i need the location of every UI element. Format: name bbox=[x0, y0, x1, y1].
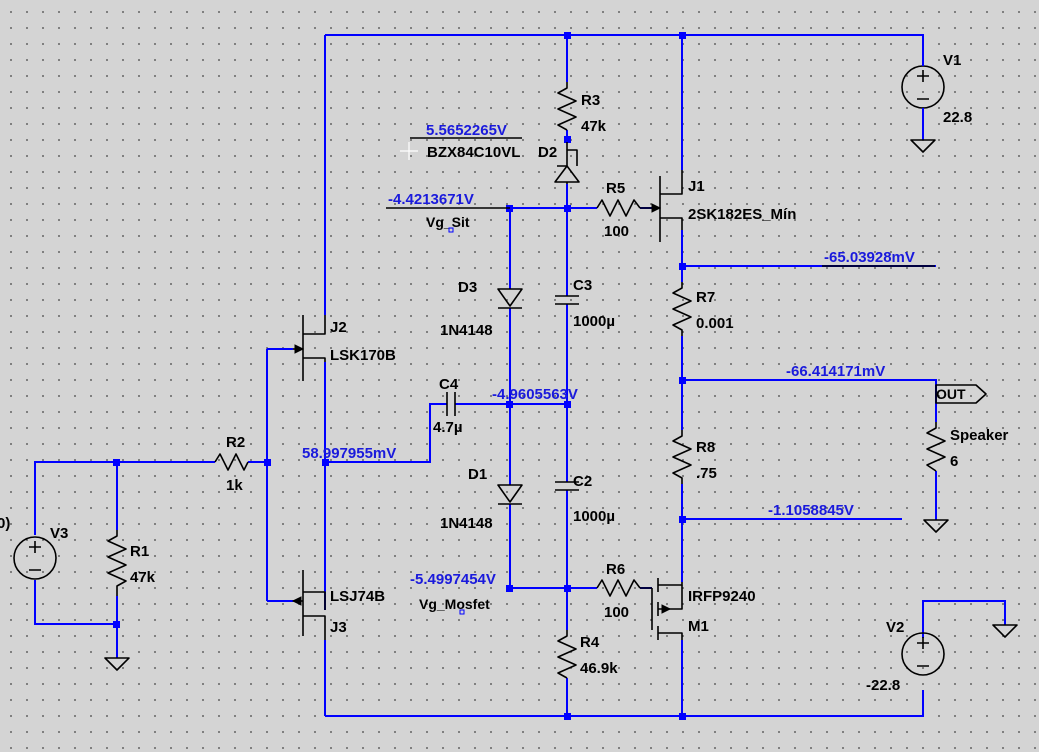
r3-resistor[interactable]: R3 47k bbox=[557, 82, 607, 135]
junction-dots bbox=[113, 32, 686, 720]
r3-value: 47k bbox=[581, 118, 607, 135]
c4-value: 4.7µ bbox=[433, 419, 463, 436]
v2-name: V2 bbox=[886, 619, 904, 636]
out-node-voltage: -66.414171mV bbox=[786, 363, 885, 380]
v3-source[interactable]: V3 0) bbox=[0, 515, 68, 580]
d3-value: 1N4148 bbox=[440, 322, 493, 339]
c2-value: 1000µ bbox=[573, 508, 615, 525]
r6-resistor[interactable]: R6 100 bbox=[596, 561, 641, 621]
out-port[interactable]: OUT bbox=[935, 384, 987, 404]
r7-value: 0.001 bbox=[696, 315, 734, 332]
c3-capacitor[interactable]: C3 1000µ bbox=[555, 277, 615, 330]
j3-value: LSJ74B bbox=[330, 588, 385, 605]
j1-source-voltage: -65.03928mV bbox=[824, 249, 915, 266]
r7-resistor[interactable]: R7 0.001 bbox=[672, 282, 734, 336]
v2-source[interactable]: V2 -22.8 bbox=[866, 619, 945, 694]
m1-name: M1 bbox=[688, 618, 709, 635]
r4-resistor[interactable]: R4 46.9k bbox=[557, 630, 618, 679]
r5-resistor[interactable]: R5 100 bbox=[596, 180, 641, 240]
voltage-readouts: 5.5652265V -4.4213671V -65.03928mV -66.4… bbox=[302, 122, 935, 588]
vg-mosfet-label: Vg_Mosfet bbox=[419, 596, 490, 615]
r3-name: R3 bbox=[581, 92, 600, 109]
r2-resistor[interactable]: R2 1k bbox=[214, 434, 249, 494]
v2-value: -22.8 bbox=[866, 677, 900, 694]
d2-value: BZX84C10VL bbox=[427, 144, 520, 161]
m1-value: IRFP9240 bbox=[688, 588, 756, 605]
r7-name: R7 bbox=[696, 289, 715, 306]
c2-name: C2 bbox=[573, 473, 592, 490]
vg-sit-voltage: -4.4213671V bbox=[388, 191, 474, 208]
j2-name: J2 bbox=[330, 319, 347, 336]
v1-value: 22.8 bbox=[943, 109, 972, 126]
r5-value: 100 bbox=[604, 223, 629, 240]
j1-jfet[interactable]: J1 2SK182ES_Mín bbox=[640, 170, 796, 242]
mid-node-voltage: -4.9605563V bbox=[492, 386, 578, 403]
d2-name: D2 bbox=[538, 144, 557, 161]
r2-name: R2 bbox=[226, 434, 245, 451]
speaker-value: 6 bbox=[950, 453, 958, 470]
r5-name: R5 bbox=[606, 180, 625, 197]
r6-name: R6 bbox=[606, 561, 625, 578]
vg-sit-label: Vg_Sit bbox=[426, 214, 470, 233]
v1-name: V1 bbox=[943, 52, 961, 69]
c4-name: C4 bbox=[439, 376, 459, 393]
d3-diode[interactable]: D3 1N4148 bbox=[440, 279, 523, 339]
r1-resistor[interactable]: R1 47k bbox=[107, 530, 156, 596]
r8-name: R8 bbox=[696, 439, 715, 456]
r1-name: R1 bbox=[130, 543, 149, 560]
svg-text:Vg_Mosfet: Vg_Mosfet bbox=[419, 596, 490, 612]
v3-name: V3 bbox=[50, 525, 68, 542]
ground-r1 bbox=[104, 657, 130, 671]
j3-jfet[interactable]: LSJ74B J3 bbox=[291, 570, 385, 640]
r6-value: 100 bbox=[604, 604, 629, 621]
d1-value: 1N4148 bbox=[440, 515, 493, 532]
speaker-resistor[interactable]: Speaker 6 bbox=[926, 422, 1009, 472]
m1-mosfet[interactable]: IRFP9240 M1 bbox=[640, 578, 756, 640]
ground-v1 bbox=[910, 139, 936, 153]
d1-diode[interactable]: D1 1N4148 bbox=[440, 466, 523, 532]
r1-value: 47k bbox=[130, 569, 156, 586]
svg-text:OUT: OUT bbox=[936, 386, 966, 402]
v1-source[interactable]: V1 22.8 bbox=[901, 52, 972, 126]
c4-capacitor[interactable]: C4 4.7µ bbox=[433, 376, 463, 436]
ground-v2 bbox=[992, 624, 1018, 638]
j2-jfet[interactable]: J2 LSK170B bbox=[293, 315, 396, 381]
d3-name: D3 bbox=[458, 279, 477, 296]
d1-name: D1 bbox=[468, 466, 487, 483]
zener-top-voltage: 5.5652265V bbox=[426, 122, 507, 139]
r2-value: 1k bbox=[226, 477, 243, 494]
j2-value: LSK170B bbox=[330, 347, 396, 364]
j3-name: J3 bbox=[330, 619, 347, 636]
r8-resistor[interactable]: R8 .75 bbox=[672, 430, 717, 484]
r8-bottom-voltage: -1.1058845V bbox=[768, 502, 854, 519]
vg-mosfet-voltage: -5.4997454V bbox=[410, 571, 496, 588]
v3-value: 0) bbox=[0, 515, 10, 532]
speaker-name: Speaker bbox=[950, 427, 1009, 444]
j1-value: 2SK182ES_Mín bbox=[688, 206, 796, 223]
ground-speaker bbox=[923, 519, 949, 533]
d2-zener-diode[interactable]: D2 BZX84C10VL bbox=[427, 142, 580, 184]
j1-name: J1 bbox=[688, 178, 705, 195]
c3-value: 1000µ bbox=[573, 313, 615, 330]
r4-name: R4 bbox=[580, 634, 600, 651]
r8-value: .75 bbox=[696, 465, 717, 482]
input-node-voltage: 58.997955mV bbox=[302, 445, 396, 462]
r4-value: 46.9k bbox=[580, 660, 618, 677]
c3-name: C3 bbox=[573, 277, 592, 294]
svg-text:Vg_Sit: Vg_Sit bbox=[426, 214, 470, 230]
c2-capacitor[interactable]: C2 1000µ bbox=[555, 473, 615, 525]
